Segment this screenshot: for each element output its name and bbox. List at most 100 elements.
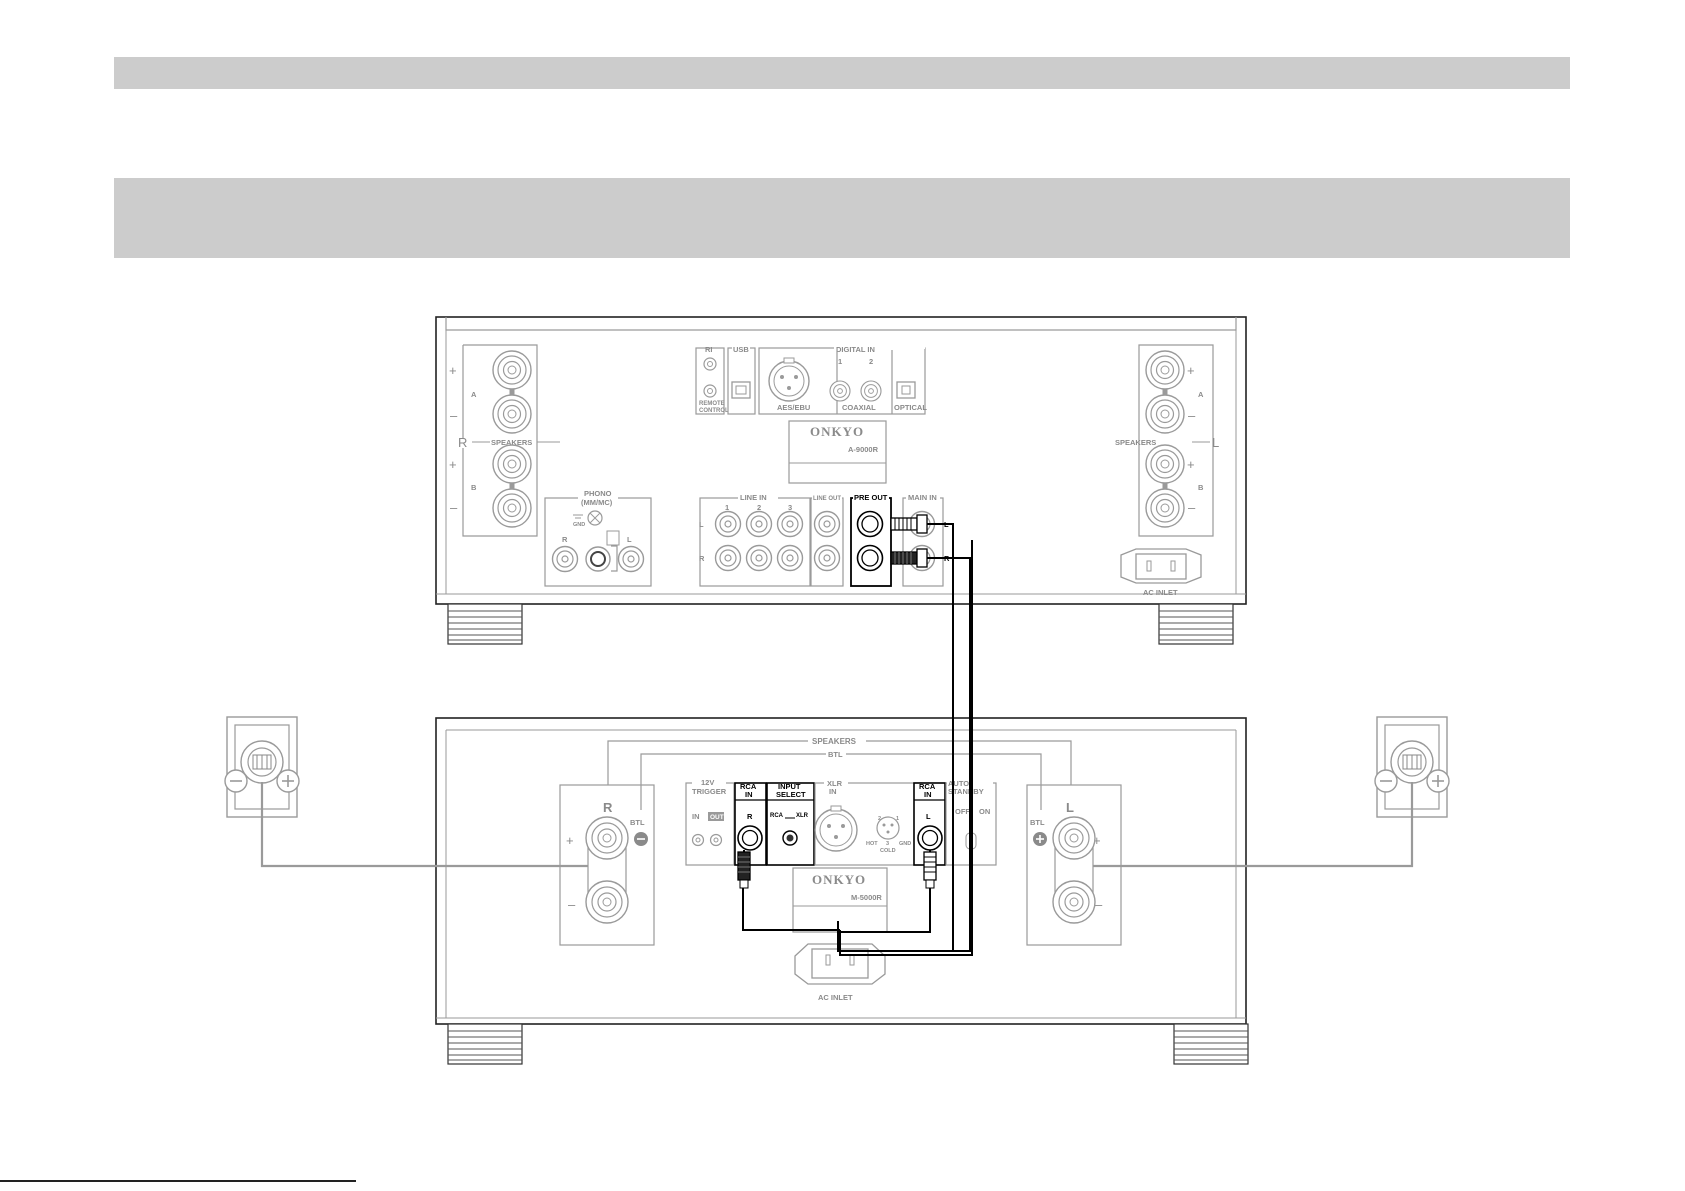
main-in-label: MAIN IN [908, 493, 937, 502]
section-band [114, 178, 1570, 258]
rca-plug-pre-out-r [890, 548, 928, 568]
line-in-3-l[interactable] [776, 510, 804, 538]
power-amp-model-plate: ONKYO M-5000R [792, 867, 888, 933]
preamp-speakers-label-right: SPEAKERS [1115, 438, 1156, 447]
line-in-num-2: 2 [757, 503, 761, 512]
ri-jack[interactable] [703, 357, 717, 371]
header-band [114, 57, 1570, 89]
line-out-section: LINE OUT [810, 493, 844, 587]
pre-out-section: PRE OUT [850, 493, 892, 587]
power-amp-foot-left [447, 1023, 523, 1065]
remote-jack[interactable] [703, 384, 717, 398]
rca-in-l-label-1: RCA [919, 782, 936, 791]
xlr-in-label-2: IN [829, 787, 837, 796]
trigger-in-label: IN [692, 812, 700, 821]
power-channel-l-label: L [1066, 800, 1074, 815]
preamp-model-plate: ONKYO A-9000R [788, 420, 887, 484]
coaxial-jack-2[interactable] [860, 380, 882, 402]
power-amp-unit: SPEAKERS BTL R BTL + – L BTL + – [435, 717, 1249, 1065]
usb-label: USB [733, 345, 749, 354]
coaxial-label: COAXIAL [842, 403, 876, 412]
power-speaker-l-plus[interactable] [1052, 816, 1096, 860]
pre-out-r-jack[interactable] [856, 544, 884, 572]
phono-l-label: L [627, 535, 632, 544]
input-select-label-1: INPUT [778, 782, 801, 791]
rca-plug-power-l [923, 851, 937, 889]
line-in-1-l[interactable] [714, 510, 742, 538]
set-a-label: A [1198, 390, 1204, 399]
ac-inlet-socket[interactable] [1135, 553, 1187, 580]
rca-in-r-label-1: RCA [740, 782, 757, 791]
line-in-label: LINE IN [740, 493, 767, 502]
optical-port[interactable] [896, 381, 916, 399]
pre-out-l-jack[interactable] [856, 510, 884, 538]
line-in-num-1: 1 [725, 503, 729, 512]
trigger-label-1: 12V [701, 778, 714, 787]
optical-label: OPTICAL [894, 403, 927, 412]
rca-in-l-label-2: IN [924, 790, 932, 799]
input-select-label-2: SELECT [776, 790, 806, 799]
rca-in-l-jack[interactable] [917, 825, 943, 851]
trigger-in-jack[interactable] [691, 833, 705, 847]
speaker-post-b-plus[interactable] [492, 444, 532, 484]
aes-ebu-xlr-jack[interactable] [768, 360, 810, 402]
xlr-cold-label: COLD [880, 848, 896, 854]
minus-sign: – [1095, 897, 1103, 912]
line-in-2-r[interactable] [745, 544, 773, 572]
speaker-post-a-minus[interactable] [492, 394, 532, 434]
power-btl-r-label: BTL [630, 818, 645, 827]
remote-label-1: REMOTE [699, 401, 725, 407]
usb-port[interactable] [731, 381, 751, 399]
speaker-post-a-minus[interactable] [1145, 394, 1185, 434]
pre-out-label: PRE OUT [854, 493, 888, 502]
digital-in-section: DIGITAL IN AES/EBU 1 2 COAXIAL OPTICAL [758, 345, 927, 415]
coaxial-jack-1[interactable] [829, 380, 851, 402]
power-btl-l-label: BTL [1030, 818, 1045, 827]
preamp-channel-l-label: L [1212, 435, 1219, 450]
footer-rule [0, 1180, 356, 1182]
phono-r-label: R [562, 535, 568, 544]
input-select-section: INPUT SELECT RCA XLR [766, 782, 815, 866]
preamp-model-label: A-9000R [848, 445, 879, 454]
trigger-out-jack[interactable] [709, 833, 723, 847]
power-speaker-r-plus[interactable] [585, 816, 629, 860]
line-out-r[interactable] [813, 544, 841, 572]
plus-sign: + [1093, 833, 1101, 848]
line-in-1-r[interactable] [714, 544, 742, 572]
power-amp-brand-logo: ONKYO [812, 872, 866, 887]
set-b-label: B [1198, 483, 1204, 492]
speaker-post-b-minus[interactable] [492, 488, 532, 528]
speaker-cable-left [1093, 782, 1414, 868]
phono-jack-r[interactable] [551, 545, 579, 573]
plus-sign: + [566, 833, 574, 848]
power-btl-label: BTL [828, 750, 843, 759]
speaker-post-a-plus[interactable] [1145, 350, 1185, 390]
rca-in-r-jack[interactable] [737, 825, 763, 851]
rca-in-r-label-2: IN [745, 790, 753, 799]
power-speaker-l-minus[interactable] [1052, 880, 1096, 924]
speaker-post-b-plus[interactable] [1145, 444, 1185, 484]
set-b-label: B [471, 483, 477, 492]
speaker-post-a-plus[interactable] [492, 350, 532, 390]
phono-label-2: (MM/MC) [581, 498, 613, 507]
xlr-in-jack[interactable] [814, 808, 858, 852]
minus-sign: – [450, 408, 458, 423]
ri-label: RI [705, 345, 713, 354]
auto-standby-off: OFF [955, 807, 970, 816]
phono-jack-l[interactable] [617, 545, 645, 573]
power-speakers-l: L BTL + – [1026, 784, 1122, 946]
plus-sign: + [449, 363, 457, 378]
xlr-pin-diagram-icon [876, 816, 900, 840]
remote-label-2: CONTROL [699, 408, 729, 414]
minus-sign: – [568, 897, 576, 912]
power-speaker-r-minus[interactable] [585, 880, 629, 924]
phono-section: PHONO (MM/MC) GND R L [544, 489, 652, 587]
xlr-in-section: XLR IN 2 1 3 HOT GND COLD [814, 779, 923, 866]
line-in-3-r[interactable] [776, 544, 804, 572]
mm-mc-switch[interactable] [606, 530, 620, 546]
speaker-post-b-minus[interactable] [1145, 488, 1185, 528]
rca-in-l-channel: L [926, 812, 931, 821]
line-in-2-l[interactable] [745, 510, 773, 538]
line-out-l[interactable] [813, 510, 841, 538]
xlr-pin-1: 1 [896, 816, 899, 822]
